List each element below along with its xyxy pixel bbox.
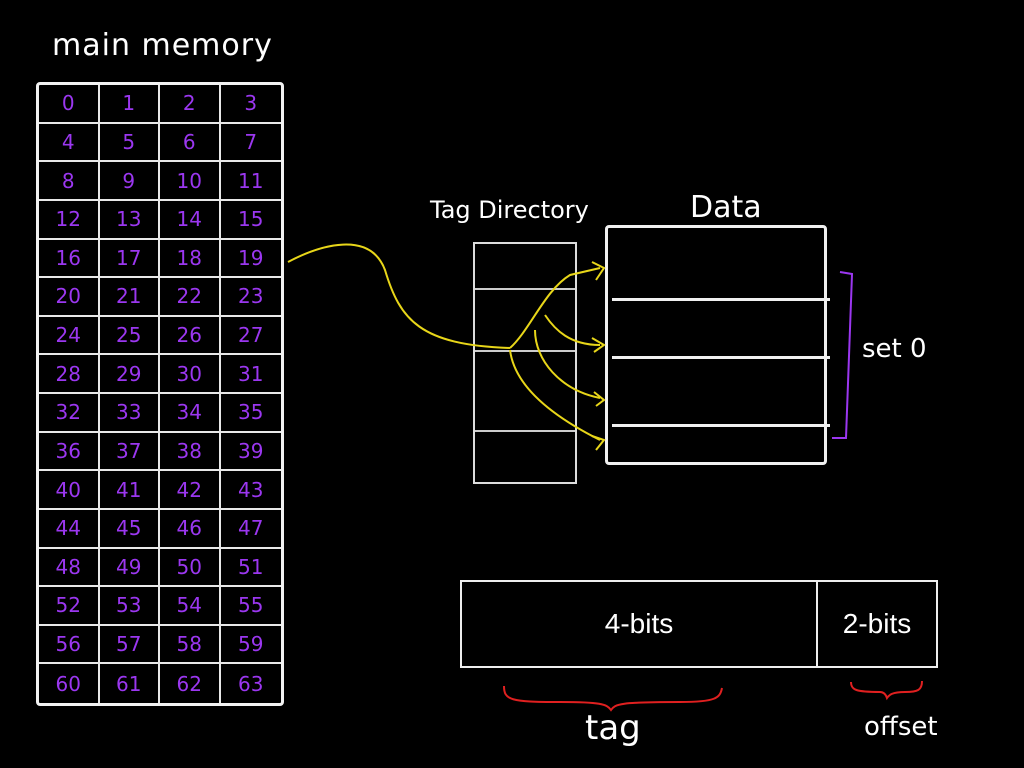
memory-block-cell: 13 [99,200,160,240]
memory-block-cell: 28 [39,355,100,394]
memory-block-cell: 36 [39,432,100,472]
memory-block-cell: 21 [99,278,160,317]
memory-block-cell: 60 [39,664,100,703]
memory-block-cell: 61 [100,664,160,703]
memory-block-cell: 0 [39,85,100,124]
memory-block-cell: 10 [160,162,221,201]
memory-block-cell: 17 [99,239,160,279]
memory-block-cell: 19 [220,240,281,279]
memory-block-cell: 35 [220,394,281,433]
arrowhead-icon [591,337,606,353]
memory-block-cell: 2 [160,85,221,124]
memory-block-cell: 18 [160,239,221,279]
memory-block-cell: 48 [39,548,100,588]
memory-block-cell: 54 [160,587,221,626]
memory-block-cell: 6 [160,123,221,163]
memory-block-cell: 44 [39,509,100,549]
memory-block-cell: 4 [39,123,100,163]
memory-block-cell: 25 [99,316,160,356]
memory-block-cell: 40 [39,471,100,510]
offset-brace [850,680,923,701]
memory-block-cell: 52 [39,587,100,626]
tag-brace [503,685,723,712]
memory-block-cell: 42 [160,471,221,510]
data-title: Data [690,190,762,225]
memory-block-cell: 57 [99,625,160,665]
memory-block-cell: 12 [39,200,100,240]
arrow-to-line-3 [534,329,601,399]
data-box [605,225,830,465]
memory-block-cell: 59 [220,626,281,665]
memory-block-cell: 24 [39,316,100,356]
memory-block-cell: 41 [99,471,160,510]
memory-block-cell: 62 [160,664,221,703]
memory-block-cell: 26 [160,316,221,356]
memory-block-cell: 3 [220,85,281,124]
offset-bits-field: 2-bits [842,608,912,639]
memory-block-cell: 14 [160,200,221,240]
data-line-divider [612,424,830,427]
memory-block-cell: 58 [160,625,221,665]
offset-label: offset [864,712,938,742]
memory-block-cell: 15 [220,201,281,240]
memory-block-cell: 31 [220,355,281,394]
arrowhead-icon [591,435,606,451]
tag-label: tag [585,708,641,748]
tag-directory-divider [475,430,575,432]
memory-block-cell: 56 [39,625,100,665]
address-format-box: 4-bits 2-bits [460,580,938,668]
mapping-arrows [287,243,606,451]
tag-bits-field: 4-bits [462,582,818,666]
memory-block-cell: 1 [99,85,160,124]
memory-block-cell: 20 [39,278,100,317]
memory-block-cell: 29 [99,355,160,394]
memory-block-cell: 9 [99,162,160,201]
set-label: set 0 [862,334,927,364]
data-line-divider [612,298,830,301]
tag-directory-box [473,242,577,484]
memory-block-cell: 33 [99,394,160,433]
memory-block-cell: 30 [160,355,221,394]
memory-block-cell: 34 [160,394,221,433]
memory-block-cell: 5 [99,123,160,163]
arrow-to-line-1 [509,267,601,349]
arrowhead-icon [593,391,606,407]
arrowhead-icon [591,261,606,281]
memory-block-cell: 43 [220,471,281,510]
memory-block-cell: 45 [99,509,160,549]
main-memory-title: main memory [52,28,273,63]
memory-block-cell: 49 [99,548,160,588]
memory-block-cell: 38 [160,432,221,472]
memory-block-cell: 63 [238,671,264,696]
memory-block-cell: 11 [220,162,281,201]
memory-block-cell: 53 [99,587,160,626]
tag-directory-divider [475,350,575,352]
arrow-to-line-4 [509,349,601,441]
memory-block-cell: 47 [220,510,281,549]
data-line-divider [612,356,830,359]
memory-block-cell: 27 [220,317,281,356]
arrow-to-line-2 [544,314,601,346]
memory-block-cell: 23 [220,278,281,317]
memory-block-cell: 8 [39,162,100,201]
tag-directory-title: Tag Directory [430,196,589,224]
memory-block-cell: 55 [220,587,281,626]
memory-block-cell: 50 [160,548,221,588]
memory-block-cell: 51 [220,549,281,588]
memory-block-cell: 22 [160,278,221,317]
arrow-block-to-tagdir [287,243,511,349]
memory-block-cell: 46 [160,509,221,549]
memory-block-cell: 7 [220,124,281,163]
tag-directory-divider [475,288,575,290]
memory-block-cell: 39 [220,433,281,472]
memory-block-cell: 37 [99,432,160,472]
memory-block-cell: 16 [39,239,100,279]
memory-block-cell: 32 [39,394,100,433]
set-bracket [832,271,854,439]
